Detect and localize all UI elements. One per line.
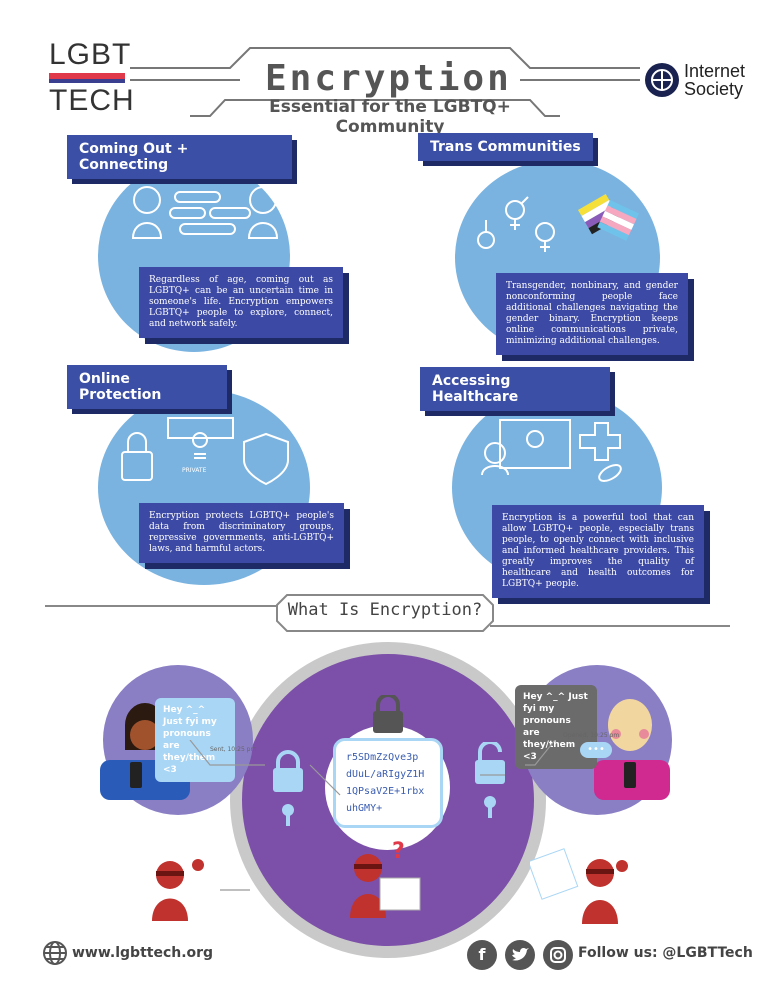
divider-right (490, 625, 730, 627)
logo-text-top: LGBT (49, 38, 132, 71)
what-is-title: What Is Encryption? (287, 600, 483, 620)
cipher-line: dUuL/aRIgyZ1H (346, 769, 425, 780)
cipher-line: uhGMY+ (346, 803, 383, 814)
ciphertext-box: r5SDmZzQve3p dUuL/aRIgyZ1H 1QPsaV2E+1rbx… (333, 738, 443, 828)
logo-stripe-blue (49, 79, 125, 83)
globe-icon (43, 941, 67, 965)
people-chat-icon (131, 186, 279, 239)
facebook-icon[interactable]: f (467, 940, 497, 970)
divider-left (45, 605, 280, 607)
gender-symbols-icon (477, 194, 640, 252)
typing-indicator: ••• (580, 742, 612, 758)
section-title: Accessing Healthcare (420, 367, 610, 411)
privacy-icons (121, 417, 289, 486)
section-title: Trans Communities (418, 133, 593, 161)
lock-open-icon (475, 742, 505, 818)
twitter-icon[interactable] (505, 940, 535, 970)
partner-logo: Internet Society (684, 62, 745, 98)
confused-hacker-icon: ? (350, 839, 421, 918)
circuit-lines (130, 47, 640, 117)
website-link[interactable]: www.lgbttech.org (72, 945, 214, 961)
padlock-icon (373, 695, 403, 733)
section-description: Regardless of age, coming out as LGBTQ+ … (139, 267, 343, 338)
telehealth-icons (481, 419, 622, 482)
page-title: Encryption (265, 58, 512, 99)
received-meta: Opened, 10:25 pm (563, 732, 620, 739)
sent-meta: Sent, 10:25 pm (210, 746, 257, 753)
lock-closed-icon (273, 750, 303, 826)
private-label: PRIVATE (182, 467, 207, 474)
hacker-with-cipher-icon (530, 848, 628, 924)
logo-text-bottom: TECH (49, 84, 135, 117)
section-description: Encryption protects LGBTQ+ people's data… (139, 503, 344, 563)
section-title: Coming Out + Connecting (67, 135, 292, 179)
sent-message-bubble: Hey ^_^ Just fyi my pronouns are they/th… (155, 698, 235, 782)
cipher-line: 1QPsaV2E+1rbx (346, 786, 425, 797)
svg-text:?: ? (392, 839, 405, 864)
follow-handle[interactable]: Follow us: @LGBTTech (578, 945, 753, 961)
partner-line1: Internet (684, 61, 746, 81)
receiver-avatar (594, 699, 670, 800)
instagram-icon[interactable] (543, 940, 573, 970)
flow-arrows (189, 740, 556, 891)
heading-frame (276, 594, 494, 632)
hacker-icon (152, 859, 204, 921)
section-description: Transgender, nonbinary, and gender nonco… (496, 273, 688, 355)
cipher-line: r5SDmZzQve3p (346, 752, 419, 763)
partner-line2: Society (684, 79, 744, 99)
section-title: Online Protection (67, 365, 227, 409)
logo-stripe (49, 73, 125, 79)
section-description: Encryption is a powerful tool that can a… (492, 505, 704, 598)
globe-icon (645, 63, 679, 97)
page-subtitle: Essential for the LGBTQ+ Community (269, 97, 511, 137)
